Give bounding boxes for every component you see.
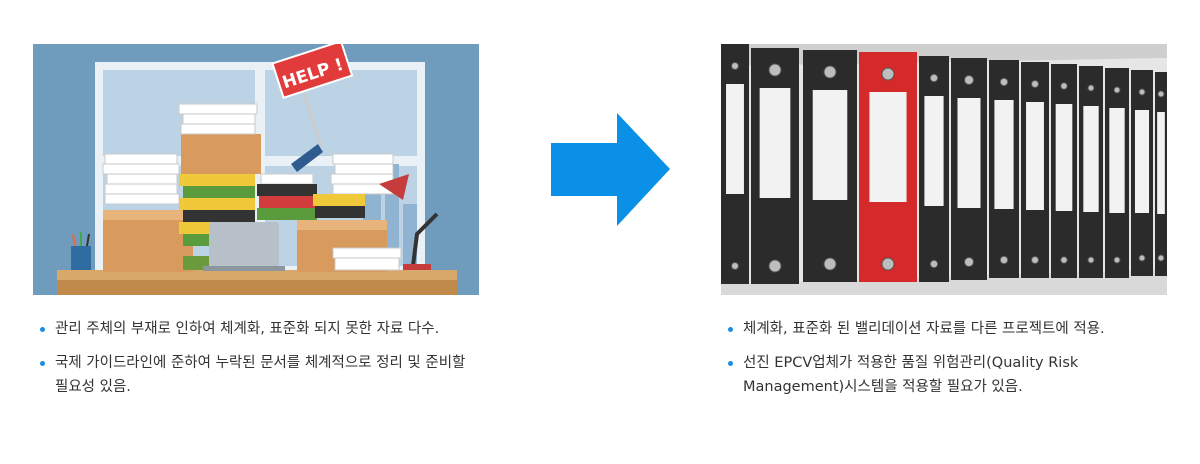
binder-ring-hole xyxy=(731,62,739,70)
binder-ring-hole xyxy=(929,259,939,269)
binder-label xyxy=(924,96,944,206)
binder-label xyxy=(726,84,744,194)
binder-ring-hole xyxy=(768,63,782,77)
binder-shelf-illustration xyxy=(721,44,1167,295)
binder-label xyxy=(812,90,848,200)
binder-label xyxy=(994,100,1014,209)
binder-ring-hole xyxy=(1087,84,1095,92)
desk-lamp xyxy=(411,212,439,267)
binder-ring-hole xyxy=(823,65,837,79)
binder-ring-hole xyxy=(1138,88,1146,96)
binder-label xyxy=(1109,108,1125,213)
binder-ring-hole xyxy=(1087,256,1095,264)
binder-label xyxy=(957,98,981,208)
binder-label xyxy=(1026,102,1044,210)
binder-ring-hole xyxy=(999,255,1009,265)
binder-ring-hole xyxy=(1157,254,1165,262)
right-bullet-list: 체계화, 표준화 된 밸리데이션 자료를 다른 프로젝트에 적용. 선진 EPC… xyxy=(726,317,1166,409)
left-bullet-1: 관리 주체의 부재로 인하여 체계화, 표준화 되지 못한 자료 다수. xyxy=(38,317,478,341)
binder-ring-hole xyxy=(999,77,1009,87)
binder-ring-hole xyxy=(823,257,837,271)
binder-label xyxy=(759,88,791,198)
right-bullet-1: 체계화, 표준화 된 밸리데이션 자료를 다른 프로젝트에 적용. xyxy=(726,317,1166,341)
messy-office-illustration xyxy=(33,44,479,295)
left-illustration: HELP ! xyxy=(33,44,479,295)
desk xyxy=(57,270,457,280)
binder-ring-hole xyxy=(1031,256,1039,264)
binder-label xyxy=(1055,104,1073,211)
left-bullet-2: 국제 가이드라인에 준하여 누락된 문서를 체계적으로 정리 및 준비할 필요성… xyxy=(38,351,478,399)
right-bullet-2: 선진 EPCV업체가 적용한 품질 위험관리(Quality Risk Mana… xyxy=(726,351,1166,399)
binder-ring-hole xyxy=(731,262,739,270)
laptop xyxy=(209,222,279,268)
binder-ring-hole xyxy=(964,75,974,85)
binder-ring-hole xyxy=(1031,80,1039,88)
binder-ring-hole xyxy=(1060,82,1068,90)
binder-ring-hole xyxy=(1060,256,1068,264)
binder-label xyxy=(1157,112,1165,214)
binder-ring-hole xyxy=(881,257,895,271)
binder-ring-hole xyxy=(964,257,974,267)
binder-ring-hole xyxy=(1138,254,1146,262)
cardboard-box xyxy=(103,216,193,272)
binder-label xyxy=(1083,106,1099,212)
binder-ring-hole xyxy=(1113,256,1121,264)
binder-ring-hole xyxy=(881,67,895,81)
binder-ring-hole xyxy=(1113,86,1121,94)
pen-cup xyxy=(71,246,91,270)
binder-label xyxy=(869,92,907,202)
binder-label xyxy=(1134,110,1150,213)
binder-ring-hole xyxy=(768,259,782,273)
binder-ring-hole xyxy=(929,73,939,83)
binder-ring-hole xyxy=(1157,90,1165,98)
left-bullet-list: 관리 주체의 부재로 인하여 체계화, 표준화 되지 못한 자료 다수. 국제 … xyxy=(38,317,478,409)
binder-row xyxy=(721,44,1167,284)
help-sign xyxy=(271,44,354,99)
right-illustration xyxy=(721,44,1167,295)
arrow-right-icon xyxy=(551,113,670,226)
